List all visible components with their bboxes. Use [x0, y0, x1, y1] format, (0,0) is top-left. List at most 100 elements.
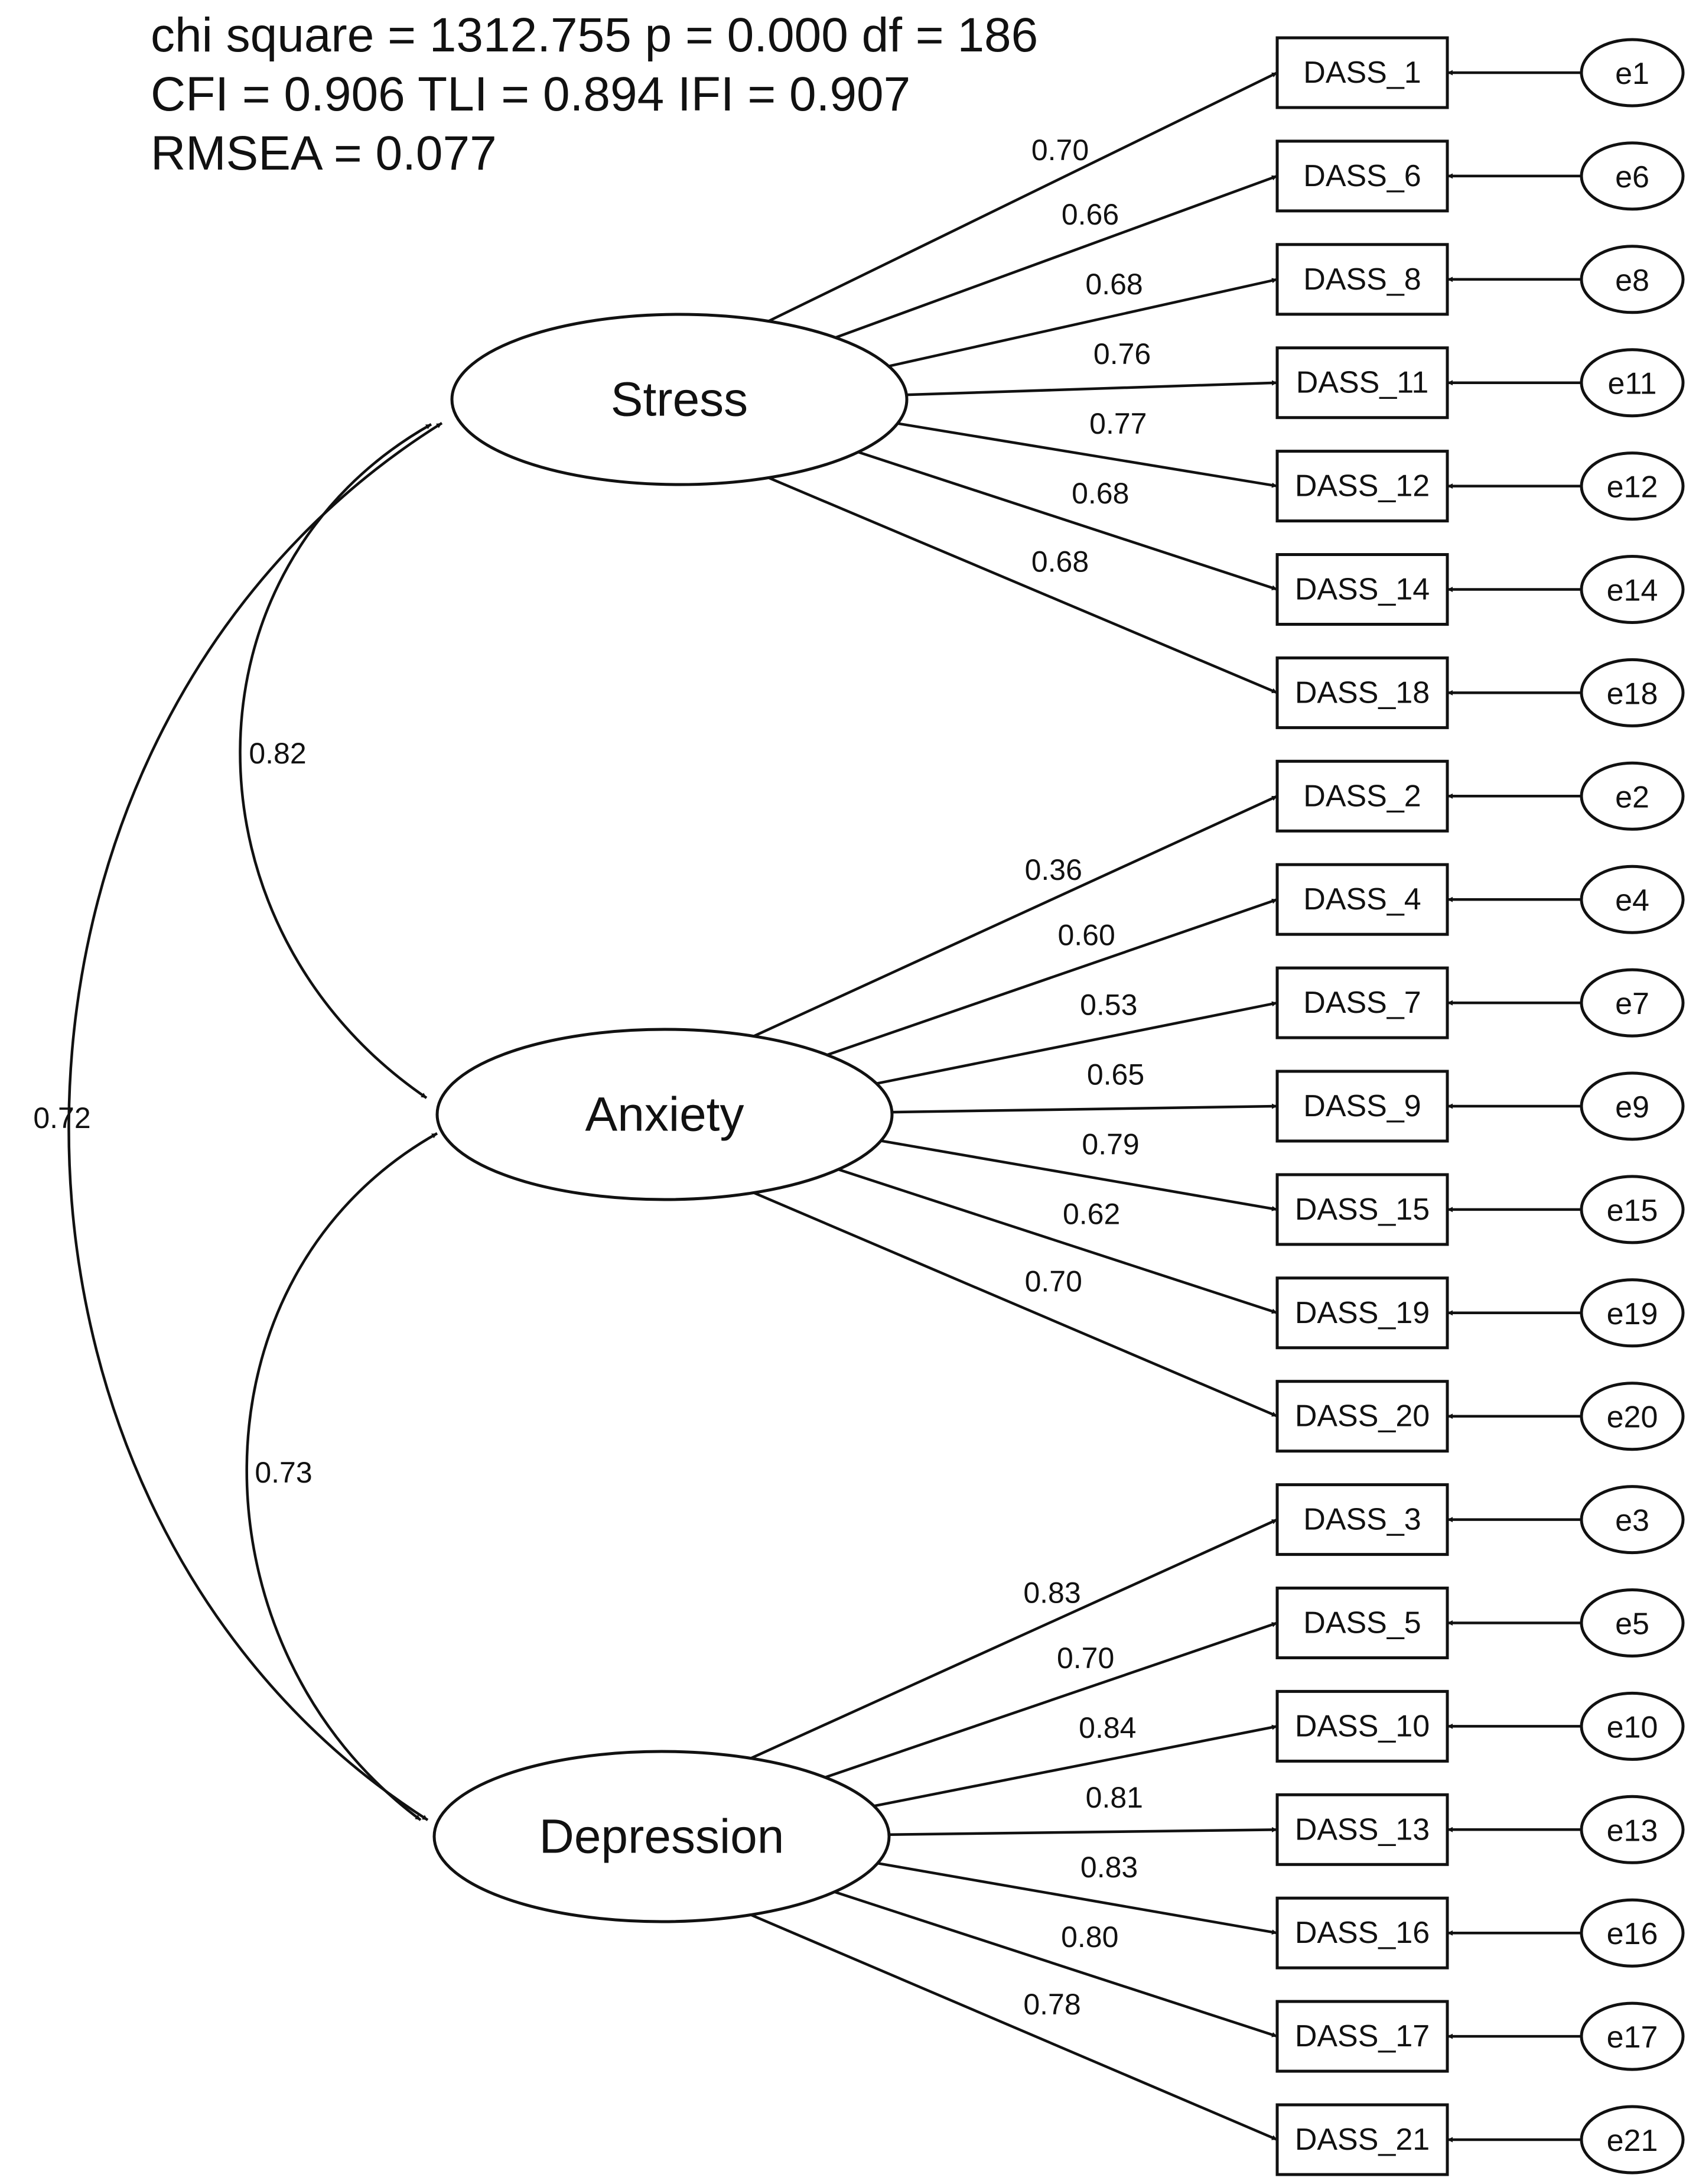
error-e9-label: e9	[1615, 1090, 1649, 1124]
loading-path-dass-9	[891, 1103, 1278, 1114]
fit-statistics-line-indices: CFI = 0.906 TLI = 0.894 IFI = 0.907	[151, 67, 911, 121]
error-e4-ellipse	[1580, 864, 1685, 934]
error-e1-ellipse	[1580, 38, 1685, 108]
indicator-dass-6-box	[1275, 139, 1449, 213]
loading-label-dass-18: 0.68	[1031, 545, 1089, 578]
error-e21-label: e21	[1607, 2124, 1658, 2158]
loading-path-dass-11	[906, 380, 1278, 396]
indicator-dass-2-box	[1275, 759, 1449, 833]
fit-statistics-line-chi-square: chi square = 1312.755 p = 0.000 df = 186	[151, 8, 1039, 62]
indicator-dass-7-label: DASS_7	[1303, 986, 1421, 1020]
loading-label-dass-8: 0.68	[1085, 268, 1143, 301]
indicator-dass-15-box	[1275, 1173, 1449, 1246]
loading-path-dass-12	[897, 422, 1278, 488]
loading-path-dass-17	[834, 1890, 1278, 2038]
indicator-dass-3-box	[1275, 1483, 1449, 1556]
indicator-dass-16-box	[1275, 1896, 1449, 1970]
loading-path-dass-2	[753, 795, 1278, 1038]
indicator-dass-13-label: DASS_13	[1295, 1812, 1430, 1847]
indicator-dass-8-box	[1275, 243, 1449, 316]
error-e16-ellipse	[1580, 1898, 1685, 1968]
indicator-dass-9-label: DASS_9	[1303, 1089, 1421, 1123]
loading-path-dass-8	[888, 278, 1278, 368]
indicator-dass-15-label: DASS_15	[1295, 1192, 1430, 1227]
error-e21-ellipse	[1580, 2105, 1685, 2175]
error-e11-ellipse	[1580, 348, 1685, 418]
loading-path-dass-18	[768, 476, 1278, 694]
indicator-dass-21-box	[1275, 2103, 1449, 2176]
error-e15-label: e15	[1607, 1194, 1658, 1228]
error-e10-ellipse	[1580, 1691, 1685, 1761]
indicator-dass-12-label: DASS_12	[1295, 469, 1430, 503]
error-e7-ellipse	[1580, 968, 1685, 1038]
loading-label-dass-15: 0.79	[1082, 1128, 1139, 1161]
loading-label-dass-5: 0.70	[1057, 1642, 1114, 1675]
loading-label-dass-2: 0.36	[1025, 853, 1082, 886]
correlation-anxiety-depression-label: 0.73	[255, 1456, 312, 1489]
indicator-dass-4-box	[1275, 863, 1449, 936]
factor-stress-ellipse	[450, 313, 909, 486]
error-e12-ellipse	[1580, 451, 1685, 521]
factor-anxiety-ellipse	[435, 1028, 894, 1201]
error-e14-label: e14	[1607, 574, 1658, 608]
correlation-stress-depression-label: 0.72	[33, 1101, 90, 1135]
error-e8-ellipse	[1580, 245, 1685, 314]
error-e1-label: e1	[1615, 57, 1649, 91]
loading-label-dass-14: 0.68	[1072, 477, 1129, 510]
loading-label-dass-12: 0.77	[1089, 407, 1147, 440]
error-e17-ellipse	[1580, 2001, 1685, 2071]
error-e12-label: e12	[1607, 470, 1658, 505]
indicator-dass-1-label: DASS_1	[1303, 56, 1421, 90]
error-e3-label: e3	[1615, 1504, 1649, 1538]
loading-path-dass-6	[835, 174, 1278, 339]
loading-label-dass-4: 0.60	[1057, 919, 1115, 952]
indicator-dass-14-label: DASS_14	[1295, 573, 1430, 607]
factor-anxiety-label: Anxiety	[585, 1088, 744, 1142]
error-e2-label: e2	[1615, 780, 1649, 814]
indicator-dass-7-box	[1275, 966, 1449, 1039]
indicator-dass-4-label: DASS_4	[1303, 882, 1421, 916]
error-e18-ellipse	[1580, 658, 1685, 727]
error-e9-ellipse	[1580, 1071, 1685, 1141]
error-e16-label: e16	[1607, 1917, 1658, 1951]
factor-stress-label: Stress	[611, 373, 748, 427]
error-e18-label: e18	[1607, 677, 1658, 711]
indicator-dass-10-label: DASS_10	[1295, 1709, 1430, 1743]
indicator-dass-3-label: DASS_3	[1303, 1503, 1421, 1537]
error-e10-label: e10	[1607, 1710, 1658, 1744]
error-e6-label: e6	[1615, 160, 1649, 194]
error-e2-ellipse	[1580, 761, 1685, 831]
loading-label-dass-9: 0.65	[1087, 1058, 1144, 1091]
indicator-dass-8-label: DASS_8	[1303, 262, 1421, 297]
loading-path-dass-10	[873, 1724, 1278, 1808]
indicator-dass-12-box	[1275, 450, 1449, 523]
loading-path-dass-7	[876, 1001, 1278, 1085]
fit-statistics-line-rmsea: RMSEA = 0.077	[151, 126, 497, 180]
error-e17-label: e17	[1607, 2020, 1658, 2055]
loading-path-dass-5	[825, 1621, 1278, 1779]
error-e4-label: e4	[1615, 883, 1649, 918]
indicator-dass-21-label: DASS_21	[1295, 2123, 1430, 2157]
loading-label-dass-13: 0.81	[1086, 1781, 1143, 1814]
error-e7-label: e7	[1615, 987, 1649, 1021]
loading-label-dass-1: 0.70	[1031, 134, 1089, 167]
indicator-dass-1-box	[1275, 36, 1449, 109]
error-e8-label: e8	[1615, 264, 1649, 298]
indicator-dass-18-label: DASS_18	[1295, 675, 1430, 710]
error-e14-ellipse	[1580, 555, 1685, 624]
indicator-dass-17-label: DASS_17	[1295, 2019, 1430, 2053]
indicator-dass-6-label: DASS_6	[1303, 159, 1421, 193]
error-e5-ellipse	[1580, 1588, 1685, 1658]
indicator-dass-13-box	[1275, 1793, 1449, 1866]
indicator-dass-11-label: DASS_11	[1296, 366, 1429, 400]
loading-path-dass-3	[750, 1518, 1278, 1760]
indicator-dass-14-box	[1275, 553, 1449, 626]
error-e19-ellipse	[1580, 1278, 1685, 1348]
loading-path-dass-19	[838, 1168, 1278, 1314]
error-e6-ellipse	[1580, 141, 1685, 211]
indicator-dass-10-box	[1275, 1689, 1449, 1763]
error-e5-label: e5	[1615, 1607, 1649, 1642]
error-e11-label: e11	[1608, 367, 1657, 401]
loading-label-dass-3: 0.83	[1023, 1576, 1080, 1609]
correlation-anxiety-depression-path	[245, 1132, 438, 1821]
